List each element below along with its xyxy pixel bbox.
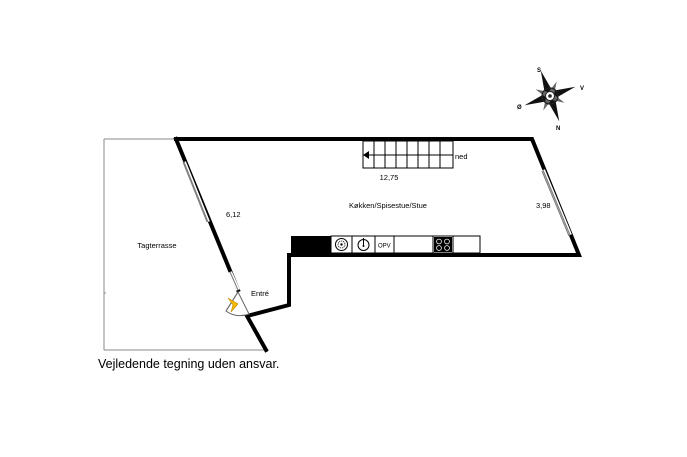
stairs-label: ned xyxy=(455,152,468,161)
compass-label-north: N xyxy=(556,126,560,132)
dimension-width-right: 3,98 xyxy=(536,201,551,210)
compass-label-south: S xyxy=(537,68,541,74)
fridge xyxy=(291,236,331,253)
sink-icon xyxy=(357,238,370,251)
compass-label-east: Ø xyxy=(517,105,522,111)
compass-rose-icon xyxy=(524,70,576,122)
dimension-width-left: 6,12 xyxy=(226,210,241,219)
kitchen-counter xyxy=(291,235,481,254)
washing-machine-icon xyxy=(335,238,348,251)
room-label-entrance: Entré xyxy=(251,289,269,298)
stove-icon xyxy=(434,237,452,252)
disclaimer-text: Vejledende tegning uden ansvar. xyxy=(98,357,280,371)
compass-label-west: V xyxy=(580,86,584,92)
dishwasher-label: OPV xyxy=(378,244,391,250)
staircase xyxy=(362,140,454,169)
entrance-arrow-icon xyxy=(227,297,239,313)
stairs-direction-arrow-icon xyxy=(363,151,369,159)
windows xyxy=(182,161,572,291)
room-label-main: Køkken/Spisestue/Stue xyxy=(349,201,427,210)
entrance-door xyxy=(225,290,250,317)
terrace-outline xyxy=(103,138,266,351)
room-label-terrace: Tagterrasse xyxy=(137,241,176,250)
dimension-length: 12,75 xyxy=(380,173,399,182)
